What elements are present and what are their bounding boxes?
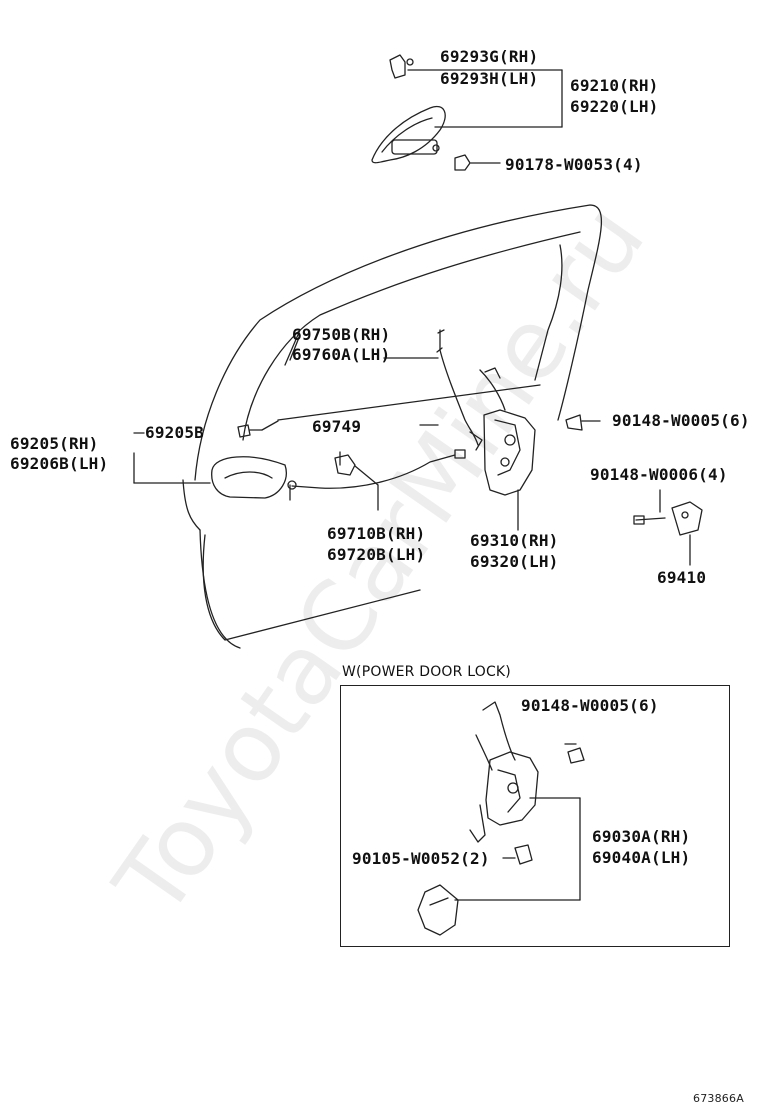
door-bottom (199, 529, 241, 649)
part-label-69720b: 69720B(LH) (327, 545, 426, 564)
figure-id: 673866A (693, 1092, 744, 1105)
part-label-69030a: 69030A(RH) (592, 827, 691, 846)
part-label-69293h: 69293H(LH) (440, 69, 539, 88)
part-label-69320: 69320(LH) (470, 552, 559, 571)
part-label-69205: 69205(RH) (10, 434, 99, 453)
part-label-90148-w0006: 90148-W0006(4) (590, 465, 728, 484)
part-label-69749: 69749 (312, 417, 362, 436)
power-door-lock-title: W(POWER DOOR LOCK) (342, 664, 511, 680)
rod-69750b-drawing (439, 329, 479, 446)
door-inner-outline (202, 534, 421, 641)
door-front-edge (182, 479, 201, 531)
part-label-69310: 69310(RH) (470, 531, 559, 550)
clip-69749-drawing (334, 454, 356, 476)
power-door-lock-frame (340, 685, 730, 947)
door-lock-drawing (469, 367, 536, 496)
part-label-69410: 69410 (657, 568, 707, 587)
window-frame-inner (534, 244, 563, 381)
part-label-69760a: 69760A(LH) (292, 345, 391, 364)
part-label-69040a: 69040A(LH) (592, 848, 691, 867)
power-lock-drawing (417, 701, 585, 936)
door-frame-line-2 (284, 329, 301, 366)
screw-90148-w0005-drawing (565, 414, 601, 431)
cable-69710b-drawing (291, 454, 456, 489)
part-label-90148-w0005: 90148-W0005(6) (612, 411, 750, 430)
striker-69410-drawing (633, 501, 703, 536)
door-frame-line (242, 231, 581, 441)
inside-handle-drawing (211, 456, 287, 499)
window-lower-edge (277, 384, 541, 421)
part-label-69210: 69210(RH) (570, 76, 659, 95)
part-label-69293g: 69293G(RH) (440, 47, 539, 66)
part-label-69220: 69220(LH) (570, 97, 659, 116)
part-label-69206b: 69206B(LH) (10, 454, 109, 473)
part-label-90178: 90178-W0053(4) (505, 155, 643, 174)
outside-handle-drawing (371, 54, 446, 164)
nut-90178-drawing (454, 154, 471, 171)
door-panel-outline (194, 204, 602, 481)
part-label-69710b: 69710B(RH) (327, 524, 426, 543)
part-label-90148-w0005-power: 90148-W0005(6) (521, 696, 659, 715)
bolt-69205b-drawing (237, 424, 263, 438)
part-label-69750b: 69750B(RH) (292, 325, 391, 344)
part-label-90105: 90105-W0052(2) (352, 849, 490, 868)
part-label-69205b: 69205B (145, 423, 204, 442)
